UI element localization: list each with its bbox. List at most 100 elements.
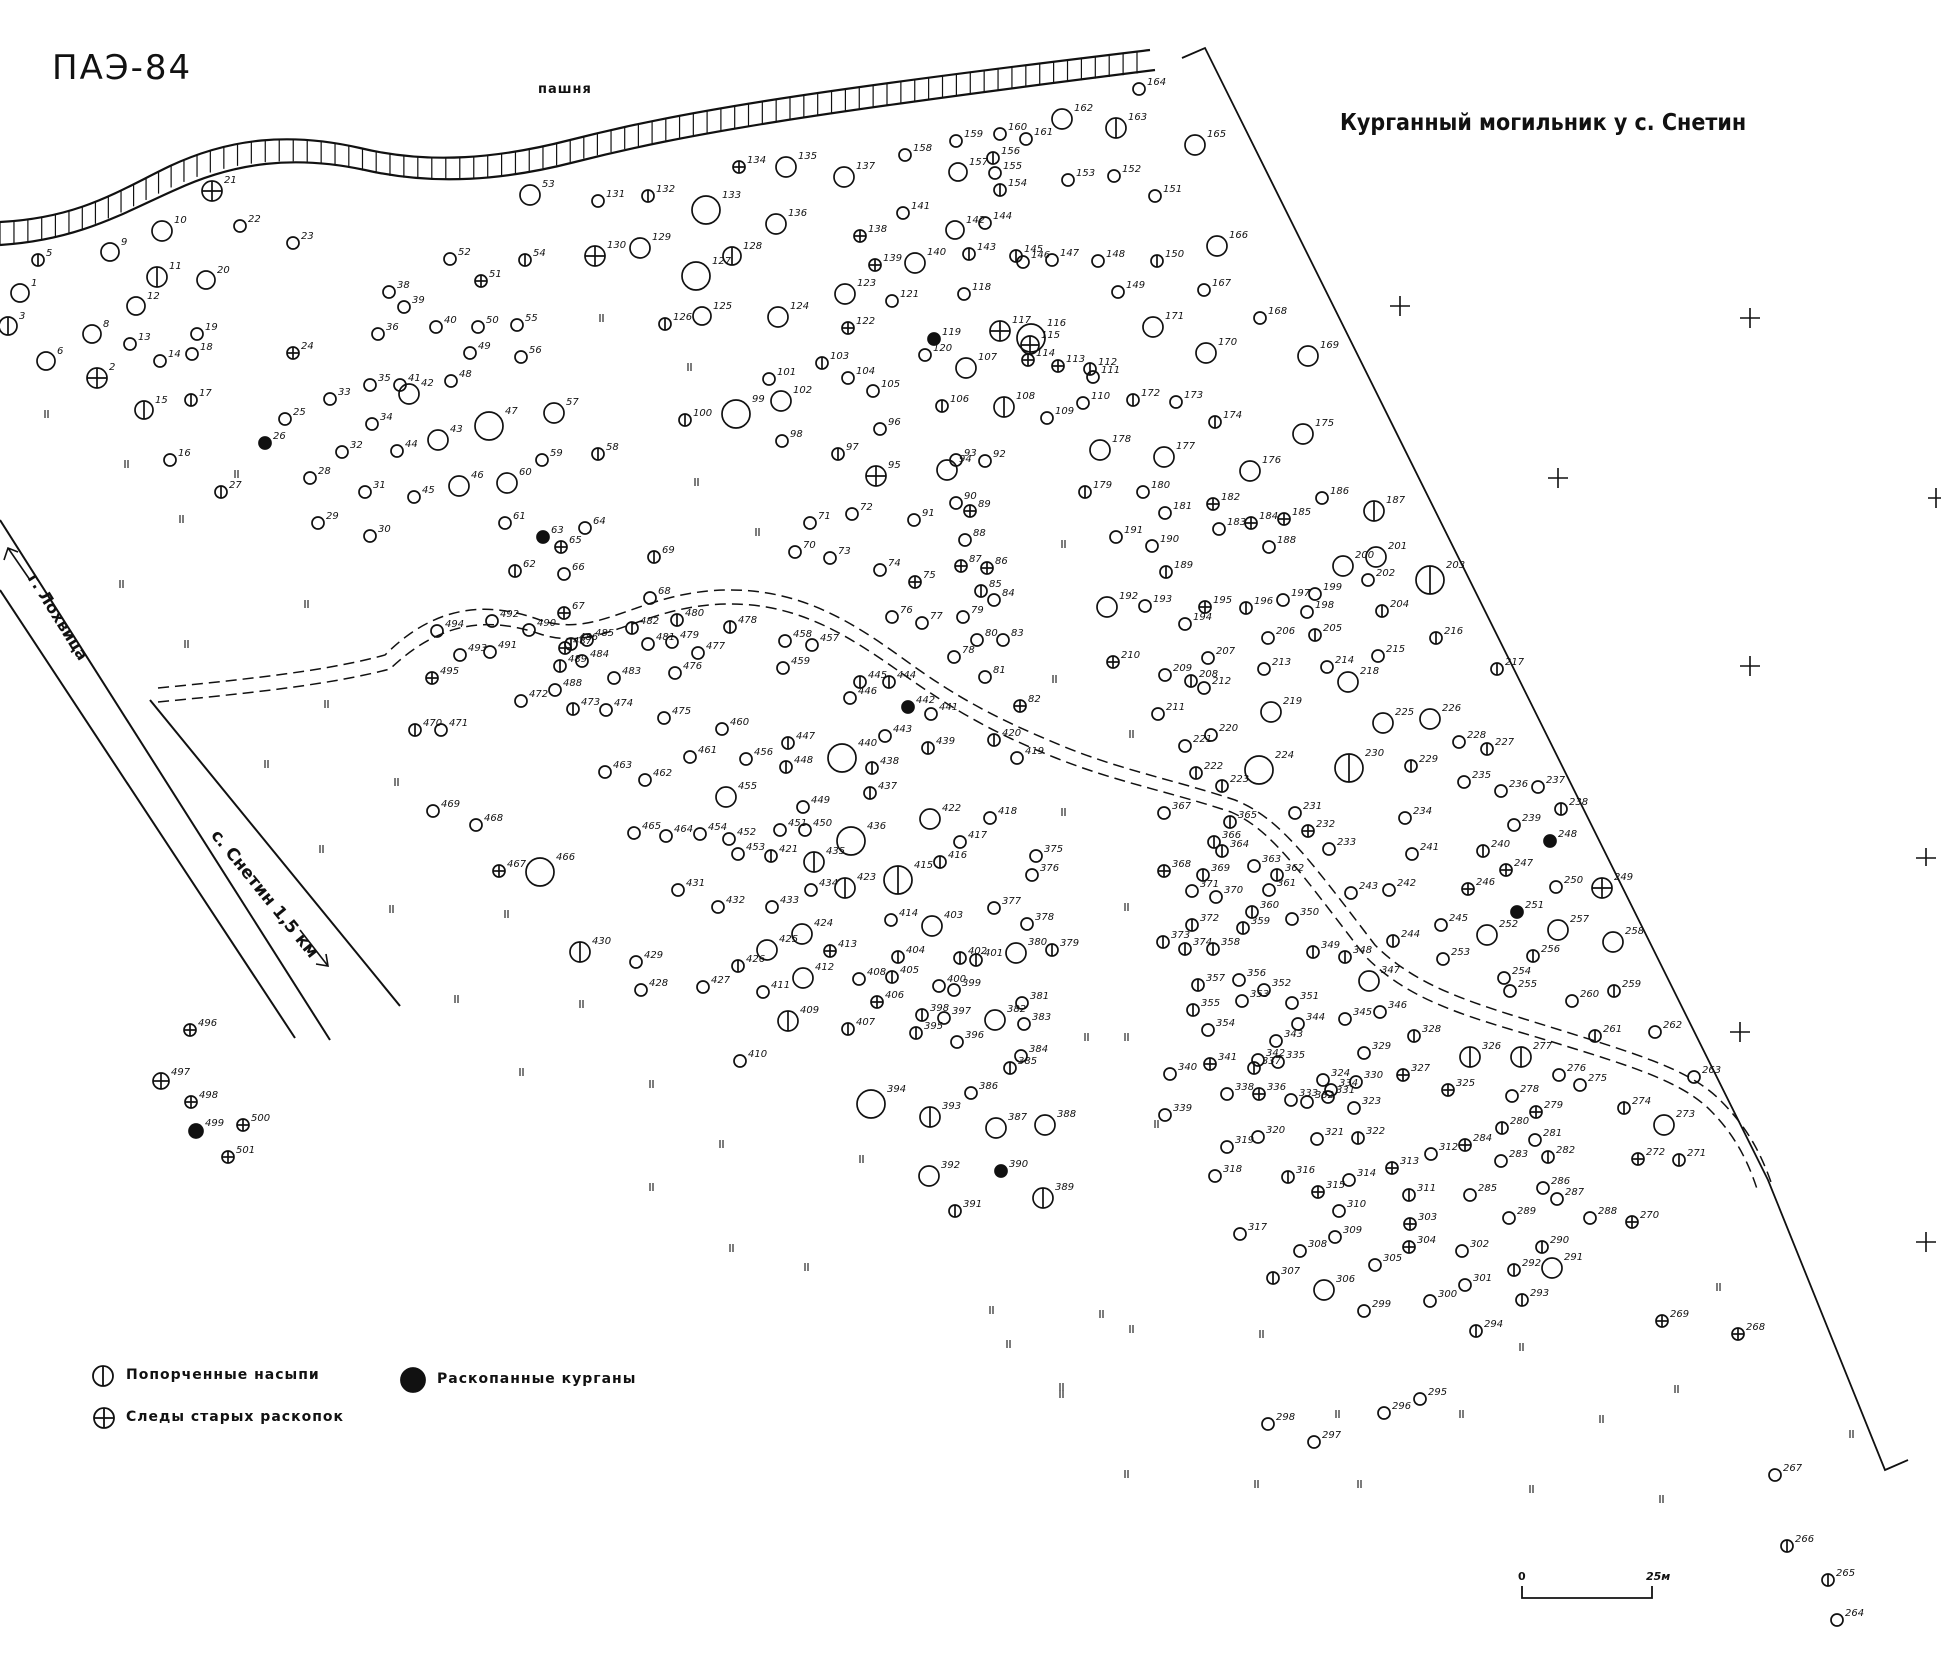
mound-288-plain	[1583, 1211, 1597, 1225]
mound-263-plain	[1687, 1070, 1701, 1084]
mound-number: 236	[1509, 779, 1528, 790]
mound-number: 485	[595, 628, 614, 639]
mound-number: 28	[318, 466, 331, 477]
mound-number: 290	[1550, 1235, 1569, 1246]
mound-49-plain	[463, 346, 477, 360]
legend-old-digs-label: Следы старых раскопок	[126, 1409, 344, 1425]
mound-number: 139	[883, 253, 902, 264]
mound-500-dug	[236, 1118, 250, 1132]
mound-number: 258	[1625, 926, 1644, 937]
mound-number: 150	[1165, 249, 1184, 260]
mound-227-damaged	[1480, 742, 1494, 756]
mound-number: 227	[1495, 737, 1515, 748]
mound-83-plain	[996, 633, 1010, 647]
mound-376-plain	[1025, 868, 1039, 882]
mound-22-plain	[233, 219, 247, 233]
mound-63-excavated	[536, 530, 550, 544]
mound-200-plain	[1332, 555, 1354, 577]
mound-number: 64	[593, 516, 606, 527]
mound-29-plain	[311, 516, 325, 530]
mound-409-damaged	[777, 1010, 799, 1032]
mound-350-plain	[1285, 912, 1299, 926]
mound-438-damaged	[865, 761, 879, 775]
mound-number: 329	[1372, 1041, 1391, 1052]
mound-number: 82	[1028, 694, 1041, 705]
mound-307-damaged	[1266, 1271, 1280, 1285]
mound-91-plain	[907, 513, 921, 527]
mound-number: 360	[1260, 900, 1279, 911]
mound-133-plain	[691, 195, 721, 225]
mound-349-damaged	[1306, 945, 1320, 959]
mound-number: 148	[1106, 249, 1125, 260]
mound-171-plain	[1142, 316, 1164, 338]
mound-226-plain	[1419, 708, 1441, 730]
mound-321-plain	[1310, 1132, 1324, 1146]
mound-208-damaged	[1184, 674, 1198, 688]
mound-number: 191	[1124, 525, 1143, 536]
mound-number: 206	[1276, 626, 1295, 637]
mound-number: 254	[1512, 966, 1531, 977]
mound-number: 428	[649, 978, 668, 989]
mound-number: 188	[1277, 535, 1296, 546]
road	[0, 519, 401, 1041]
mound-number: 99	[752, 394, 765, 405]
mound-247-dug	[1499, 863, 1513, 877]
mound-number: 40	[444, 315, 457, 326]
mound-number: 320	[1266, 1125, 1285, 1136]
mound-number: 443	[893, 724, 912, 735]
mound-number: 389	[1055, 1182, 1074, 1193]
mound-number: 368	[1172, 859, 1191, 870]
field-boundary	[0, 48, 1156, 247]
mound-213-plain	[1257, 662, 1271, 676]
mound-473-damaged	[566, 702, 580, 716]
mound-382-plain	[984, 1009, 1006, 1031]
mound-180-plain	[1136, 485, 1150, 499]
mound-231-plain	[1288, 806, 1302, 820]
mound-number: 330	[1364, 1070, 1383, 1081]
mound-number: 179	[1093, 480, 1112, 491]
mound-number: 93	[964, 448, 977, 459]
mound-number: 152	[1122, 164, 1141, 175]
mound-number: 413	[838, 939, 857, 950]
mound-number: 209	[1173, 663, 1192, 674]
mound-458-plain	[778, 634, 792, 648]
mound-404-damaged	[891, 950, 905, 964]
mound-number: 196	[1254, 596, 1273, 607]
mound-number: 255	[1518, 979, 1537, 990]
mound-number: 200	[1355, 550, 1374, 561]
mound-132-damaged	[641, 189, 655, 203]
mound-number: 87	[969, 554, 982, 565]
mound-301-plain	[1458, 1278, 1472, 1292]
mound-number: 165	[1207, 129, 1226, 140]
mound-number: 383	[1032, 1012, 1051, 1023]
mound-246-dug	[1461, 882, 1475, 896]
mound-146-plain	[1016, 255, 1030, 269]
mound-35-plain	[363, 378, 377, 392]
mound-308-plain	[1293, 1244, 1307, 1258]
mound-422-plain	[919, 808, 941, 830]
mound-number: 223	[1230, 774, 1249, 785]
mound-6-plain	[36, 351, 56, 371]
mound-417-plain	[953, 835, 967, 849]
mound-194-plain	[1178, 617, 1192, 631]
mound-101-plain	[762, 372, 776, 386]
mound-67-dug	[557, 606, 571, 620]
mound-number: 89	[978, 499, 991, 510]
mound-number: 25	[293, 407, 306, 418]
mound-176-plain	[1239, 460, 1261, 482]
mound-361-plain	[1262, 883, 1276, 897]
mound-number: 178	[1112, 434, 1131, 445]
mound-number: 203	[1446, 560, 1465, 571]
mound-number: 380	[1028, 937, 1047, 948]
mound-139-dug	[868, 258, 882, 272]
mound-297-plain	[1307, 1435, 1321, 1449]
mound-474-plain	[599, 703, 613, 717]
mound-number: 174	[1223, 410, 1242, 421]
mound-446-plain	[843, 691, 857, 705]
mound-99-plain	[721, 399, 751, 429]
mound-173-plain	[1169, 395, 1183, 409]
mound-152-plain	[1107, 169, 1121, 183]
mound-number: 131	[606, 189, 625, 200]
mound-196-damaged	[1239, 601, 1253, 615]
mound-number: 54	[533, 248, 546, 259]
